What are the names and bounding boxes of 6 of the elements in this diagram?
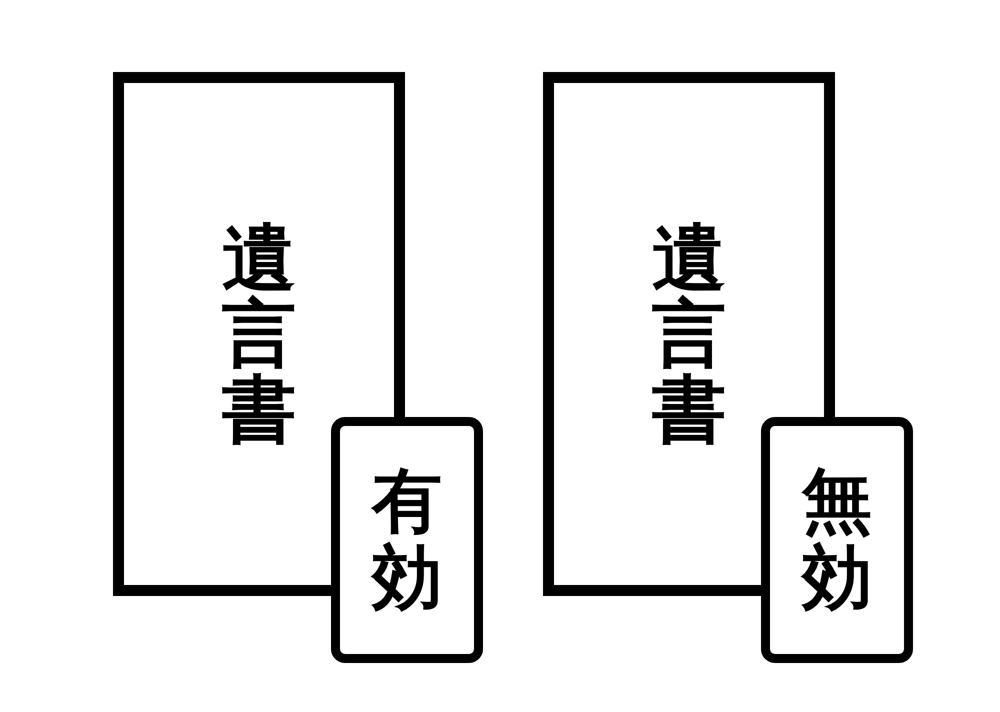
document-title: 遺言書: [652, 220, 726, 448]
status-card: [761, 417, 913, 663]
status-card: [331, 417, 483, 663]
status-label: 無効: [802, 464, 872, 616]
status-label: 有効: [372, 464, 442, 616]
document-title: 遺言書: [222, 220, 296, 448]
